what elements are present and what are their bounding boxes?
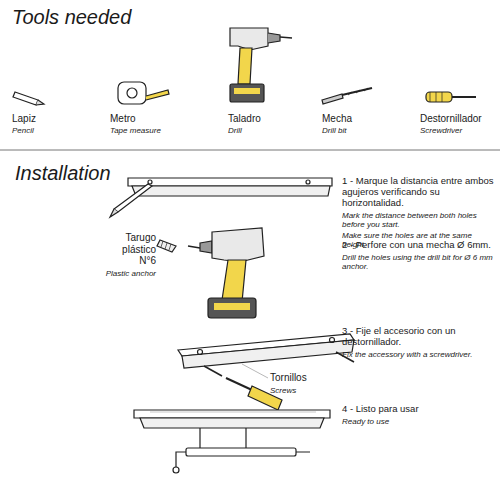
drill-bit-icon [322, 88, 372, 104]
pencil-icon [13, 92, 44, 105]
step-instruction: 2 - Perfore con una mecha Ø 6mm. [342, 240, 496, 251]
shelf-bar-step-1 [110, 178, 332, 217]
finished-shelf [134, 410, 330, 473]
drill-step-2 [188, 228, 264, 318]
part-name-english: Plastic anchor [104, 269, 156, 278]
tool-name: Metro [110, 113, 200, 125]
drill-icon [230, 28, 292, 102]
step-translation: Fix the accessory with a screwdriver. [342, 350, 496, 359]
part-name: Tarugo plástico N°6 [104, 232, 156, 267]
tool-name-english: Drill bit [322, 126, 402, 135]
step-translation: Ready to use [342, 417, 496, 426]
separator-line [0, 150, 500, 151]
tool-name: Lapiz [12, 113, 92, 125]
tool-name: Destornillador [420, 113, 498, 125]
tool-name-english: Pencil [12, 126, 92, 135]
step-instruction: 4 - Listo para usar [342, 404, 496, 415]
step-instruction: 1 - Marque la distancia entre ambos aguj… [342, 176, 496, 209]
tool-name: Mecha [322, 113, 402, 125]
part-name: Tornillos [270, 372, 330, 384]
step-translation: Drill the holes using the drill bit for … [342, 253, 496, 271]
plastic-anchor [157, 240, 176, 252]
tool-name-english: Drill [228, 126, 308, 135]
tool-name: Taladro [228, 113, 308, 125]
screwdriver-icon [426, 92, 476, 102]
step-instruction: 3 - Fije el accesorio con un destornilla… [342, 326, 496, 348]
tool-name-english: Screwdriver [420, 126, 498, 135]
page-title: Tools needed [12, 6, 131, 29]
step-translation: Mark the distance between both holes bef… [342, 211, 496, 229]
part-name-english: Screws [270, 386, 330, 395]
shelf-bar-step-3 [178, 334, 354, 368]
tape-measure-icon [118, 82, 169, 104]
tool-name-english: Tape measure [110, 126, 200, 135]
section-heading: Installation [15, 162, 215, 185]
